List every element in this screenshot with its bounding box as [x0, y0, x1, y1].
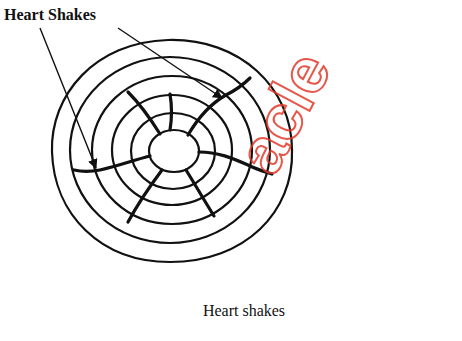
leader-lines	[40, 28, 222, 168]
crack	[186, 170, 214, 216]
pith	[149, 130, 199, 172]
crack	[170, 94, 172, 130]
callout-label: Heart Shakes	[4, 6, 96, 24]
leader-arrow	[118, 28, 222, 98]
crack	[128, 92, 160, 134]
annual-ring	[112, 95, 232, 205]
figure-caption: Heart shakes	[203, 302, 285, 320]
leader-arrow	[40, 28, 96, 168]
crack	[128, 170, 162, 222]
crack	[74, 156, 150, 172]
